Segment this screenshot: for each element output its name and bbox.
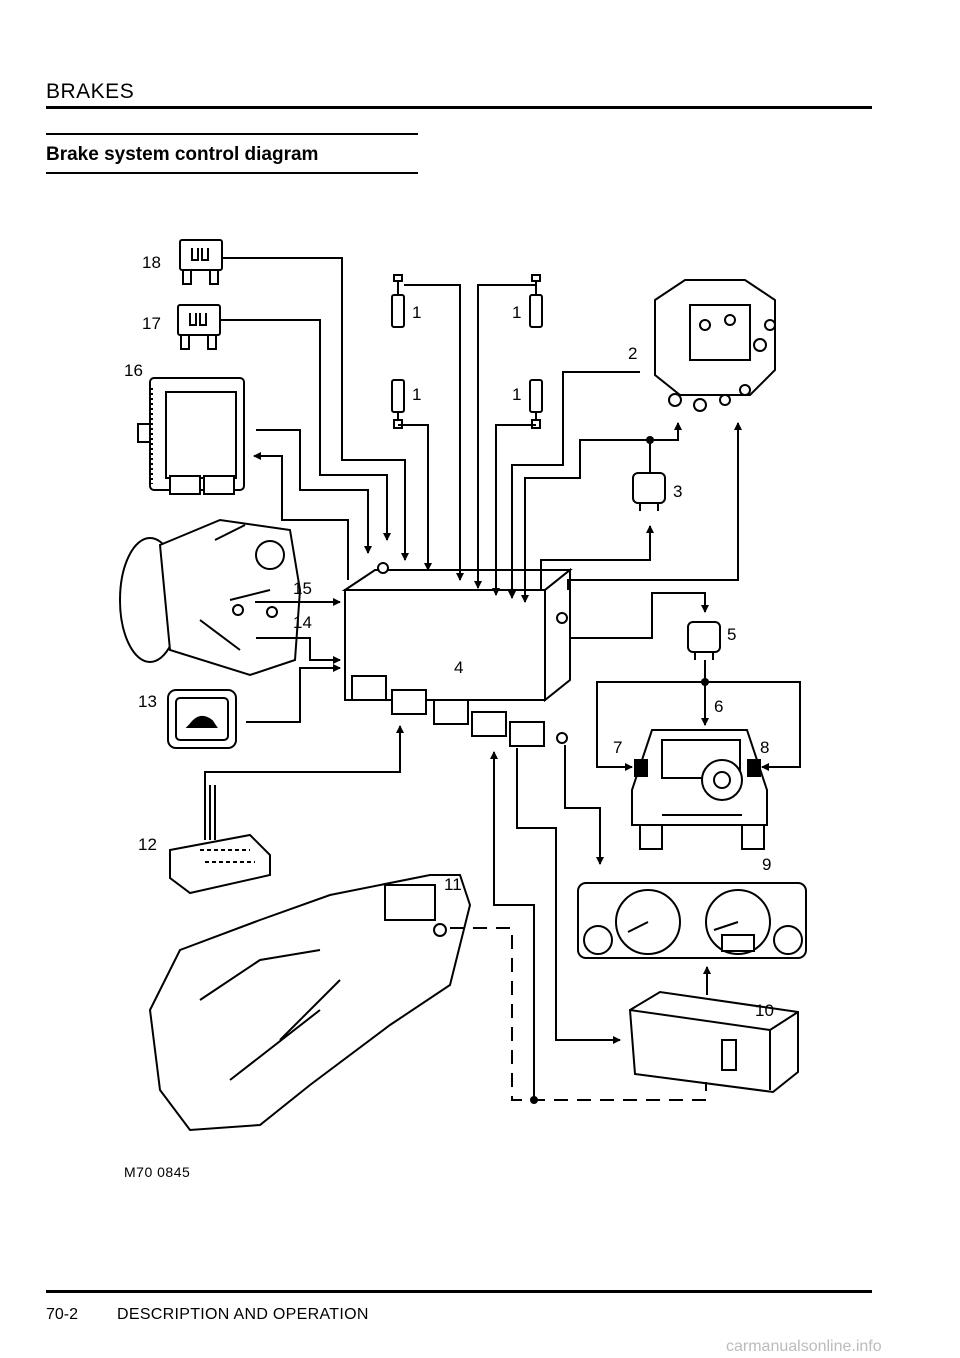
callout-2: 2	[628, 344, 637, 363]
instrument-pack-9-icon	[577, 882, 807, 959]
callout-11: 11	[444, 875, 462, 894]
diagnostic-connector-12-icon	[169, 785, 271, 895]
relay-3-icon	[632, 472, 666, 511]
fuse-17-icon	[177, 304, 221, 350]
callout-12: 12	[138, 835, 157, 854]
callout-7: 7	[613, 738, 622, 757]
callout-18: 18	[142, 253, 161, 272]
callout-14: 14	[293, 613, 312, 632]
ecm-16-icon	[137, 377, 245, 495]
header-rule	[46, 106, 872, 109]
callout-17: 17	[142, 314, 161, 333]
callout-1-c: 1	[412, 385, 421, 404]
section-rule-top	[46, 133, 418, 135]
callout-1-d: 1	[512, 385, 521, 404]
callout-13: 13	[138, 692, 157, 711]
callout-16: 16	[124, 361, 143, 380]
abs-modulator-2-icon	[654, 279, 776, 412]
switch-13-icon	[167, 689, 237, 749]
transfer-box-icon	[119, 518, 302, 677]
section-rule-bottom	[46, 172, 418, 174]
fuse-18-icon	[179, 239, 223, 285]
callout-8: 8	[760, 738, 769, 757]
junction-dots	[530, 436, 709, 1104]
callout-10: 10	[755, 1001, 774, 1020]
callout-9: 9	[762, 855, 771, 874]
callout-1-a: 1	[412, 303, 421, 322]
wheel-speed-sensor-icon	[391, 274, 543, 429]
section-title: Brake system control diagram	[46, 144, 319, 165]
callout-6: 6	[714, 697, 723, 716]
footer-page-number: 70-2	[46, 1306, 79, 1323]
abs-ecu-4-icon	[341, 562, 573, 747]
footer-rule	[46, 1290, 872, 1293]
callout-3: 3	[673, 482, 682, 501]
page-header-title: BRAKES	[46, 80, 135, 103]
callout-1-b: 1	[512, 303, 521, 322]
vehicle-rear-icon	[631, 729, 768, 850]
footer-section-title: DESCRIPTION AND OPERATION	[117, 1306, 369, 1323]
watermark-link[interactable]: carmanualsonline.info	[726, 1338, 882, 1355]
wiring-lines	[204, 257, 801, 1101]
relay-5-icon	[687, 621, 721, 660]
figure-reference: M70 0845	[124, 1164, 191, 1180]
gearbox-11-icon	[148, 874, 472, 1132]
callout-5: 5	[727, 625, 736, 644]
callout-15: 15	[293, 579, 312, 598]
callout-4: 4	[454, 658, 463, 677]
module-10-icon	[628, 990, 799, 1094]
